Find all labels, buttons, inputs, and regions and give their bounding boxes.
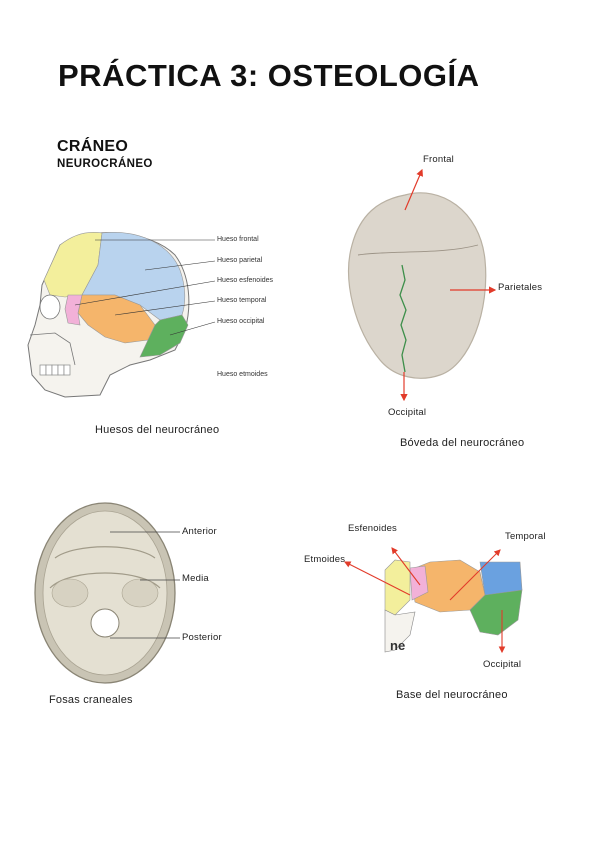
fig3-caption: Fosas craneales: [49, 694, 133, 706]
occipital-bone-region: [139, 314, 189, 358]
sagittal-suture: [399, 264, 407, 373]
section-title: CRÁNEO: [57, 138, 129, 155]
fig4-label-etmoides: Etmoides: [304, 554, 346, 565]
fig3-label-media: Media: [182, 573, 209, 584]
fig1-label-frontal: Hueso frontal: [217, 236, 259, 243]
fig1-caption: Huesos del neurocráneo: [95, 424, 220, 436]
fig1-label-temporal: Hueso temporal: [217, 297, 267, 304]
fig3-label-posterior: Posterior: [182, 632, 222, 643]
fig2-label-occipital: Occipital: [388, 407, 427, 418]
fig1-label-occipital: Hueso occipital: [217, 318, 265, 325]
frontal-bone-region: [43, 232, 103, 298]
fig2-label-frontal: Frontal: [423, 154, 454, 165]
fig1-label-etmoides: Hueso etmoides: [217, 371, 268, 378]
skull-base-illustration: ne: [344, 547, 525, 660]
subsection-title: NEUROCRÁNEO: [57, 158, 153, 170]
temporal-bone-region: [77, 294, 156, 344]
page-title: PRÁCTICA 3: OSTEOLOGÍA: [58, 58, 480, 93]
fig1-label-esfenoides: Hueso esfenoides: [217, 277, 274, 284]
fig4-label-temporal: Temporal: [505, 531, 546, 542]
fig4-caption: Base del neurocráneo: [396, 689, 508, 701]
lateral-skull-illustration: [27, 232, 216, 398]
parietal-bone-region: [81, 232, 186, 321]
fig4-label-occipital: Occipital: [483, 659, 522, 670]
fig3-label-anterior: Anterior: [182, 526, 217, 537]
fig2-caption: Bóveda del neurocráneo: [400, 437, 525, 449]
fig2-label-parietales: Parietales: [498, 282, 543, 293]
sphenoid-bone-region: [64, 294, 83, 326]
fig4-fragment-text: ne: [390, 638, 405, 653]
cranial-vault-illustration: [348, 168, 497, 402]
cranial-fossae-illustration: [34, 502, 180, 684]
fig4-label-esfenoides: Esfenoides: [348, 523, 398, 534]
fig1-label-parietal: Hueso parietal: [217, 257, 263, 264]
